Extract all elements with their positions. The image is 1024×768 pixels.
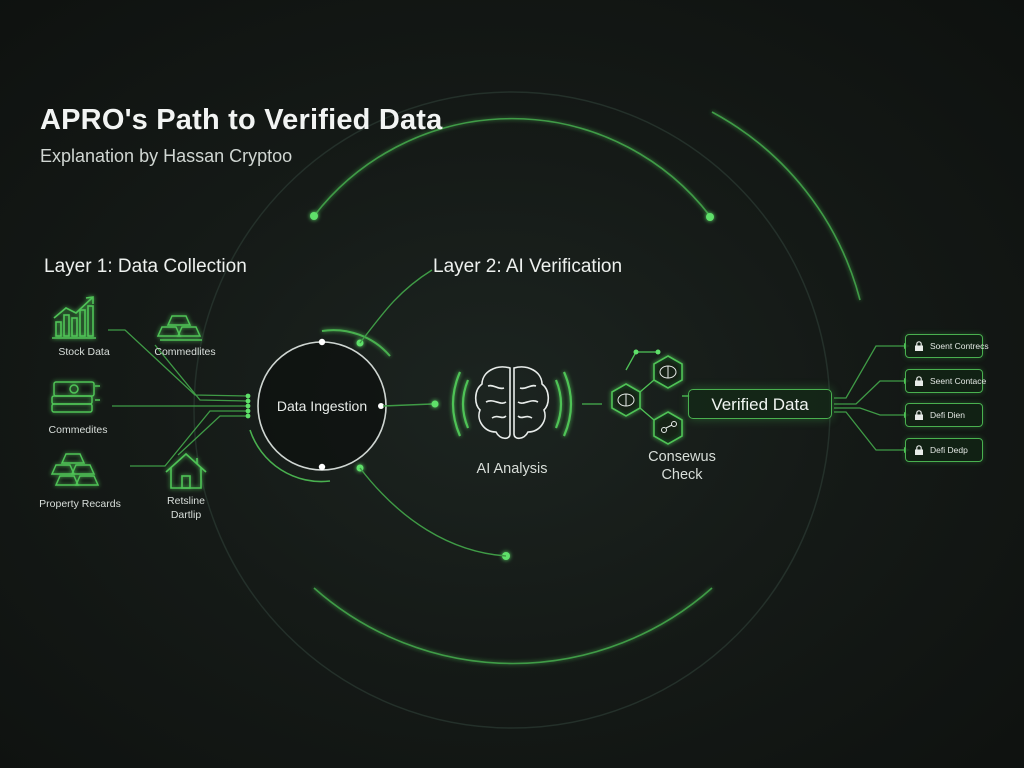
source-commodities-top: Commedlites bbox=[154, 346, 216, 358]
output-label: Seent Contace bbox=[930, 376, 987, 386]
output-defi-2: Defi Dedp bbox=[905, 438, 983, 462]
source-connectors bbox=[108, 329, 249, 467]
page-subtitle: Explanation by Hassan Cryptoo bbox=[40, 146, 293, 166]
output-label: Defi Dedp bbox=[930, 445, 968, 455]
ai-analysis-label: AI Analysis bbox=[476, 461, 548, 477]
lock-icon bbox=[915, 410, 923, 420]
lock-icon bbox=[915, 341, 923, 351]
ai-input-dot bbox=[431, 400, 439, 408]
house-icon bbox=[165, 452, 207, 489]
mini-brain-icons bbox=[617, 365, 677, 433]
consensus-dots bbox=[633, 349, 661, 355]
output-smart-contracts-1: Soent Contrecs bbox=[905, 334, 989, 358]
output-defi-1: Defi Dien bbox=[905, 403, 983, 427]
page-title: APRO's Path to Verified Data bbox=[40, 104, 443, 136]
output-smart-contracts-2: Seent Contace bbox=[905, 369, 987, 393]
ingestion-ring bbox=[249, 329, 391, 483]
consensus-label-line2: Check bbox=[661, 467, 703, 483]
source-stock-data: Stock Data bbox=[58, 346, 110, 358]
chart-icon bbox=[52, 296, 96, 339]
output-connectors bbox=[834, 345, 904, 451]
gold-bars-icon bbox=[50, 453, 100, 486]
output-label: Defi Dien bbox=[930, 410, 965, 420]
layer1-label: Layer 1: Data Collection bbox=[44, 256, 247, 277]
lock-icon bbox=[915, 376, 923, 386]
output-label: Soent Contrecs bbox=[930, 341, 989, 351]
source-real-estate: Retsline Dartlip bbox=[167, 495, 205, 521]
cash-stack-icon bbox=[51, 381, 100, 413]
orbit-arcs bbox=[313, 111, 861, 665]
gold-bars-icon-top bbox=[156, 315, 202, 341]
layer2-label: Layer 2: AI Verification bbox=[433, 256, 623, 277]
orbit-dots bbox=[310, 212, 714, 560]
connectors bbox=[359, 269, 602, 557]
ingestion-label: Data Ingestion bbox=[276, 398, 368, 414]
source-property-records: Property Recards bbox=[39, 498, 121, 510]
output-arrowheads bbox=[904, 343, 910, 453]
sound-waves bbox=[451, 371, 573, 437]
consensus-hexagons bbox=[611, 355, 683, 445]
source-junction-dots bbox=[245, 393, 251, 419]
brain-icon bbox=[474, 366, 550, 440]
source-commodities: Commedites bbox=[48, 424, 108, 436]
lock-icon bbox=[915, 445, 923, 455]
consensus-label-line1: Consewus bbox=[648, 449, 716, 465]
verified-data-box: Verified Data bbox=[688, 389, 832, 419]
